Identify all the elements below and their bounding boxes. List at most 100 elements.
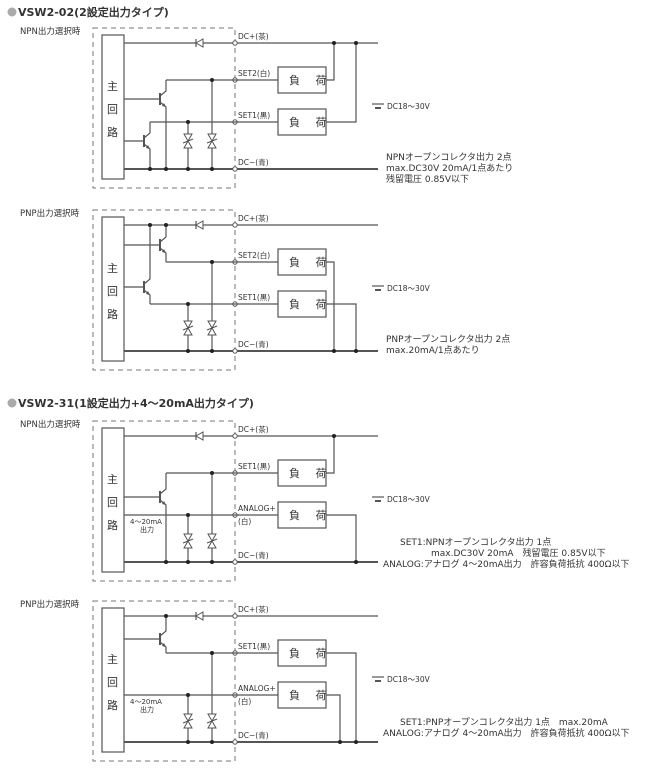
spec-note: ANALOG:アナログ 4〜20mA出力 許容負荷抵抗 400Ω以下 <box>383 727 630 739</box>
zener-upper <box>183 713 193 723</box>
load-label: 負 荷 <box>289 256 333 269</box>
junction-dot <box>332 434 336 438</box>
junction-dot <box>164 223 168 227</box>
transistor-icon <box>143 122 151 169</box>
load-box: 負 荷 <box>277 248 333 276</box>
junction-dot <box>186 740 190 744</box>
main-circuit-char: 主 <box>107 653 118 666</box>
spec-note: max.20mA/1点あたり <box>386 345 480 356</box>
junction-dot <box>332 41 336 45</box>
zener-bar <box>206 538 218 544</box>
transistor-arrow <box>162 103 166 107</box>
main-circuit-char: 主 <box>107 473 118 486</box>
sensor-enclosure <box>92 600 236 762</box>
load-label: 負 荷 <box>289 647 333 660</box>
diode-icon <box>194 611 204 621</box>
junction-dot <box>164 614 168 618</box>
zener-lower <box>183 719 193 729</box>
transistor-icon <box>159 225 167 262</box>
wire <box>326 303 357 351</box>
transistor-arrow <box>162 249 166 253</box>
main-circuit-box <box>101 427 125 573</box>
terminal-color-label: (白) <box>238 696 251 706</box>
spec-note: PNPオープンコレクタ出力 2点 <box>386 333 510 345</box>
zener-diode-icon <box>182 133 194 149</box>
load-label: 負 荷 <box>289 689 333 702</box>
load-box: 負 荷 <box>277 108 333 136</box>
transistor-arrow <box>162 501 166 505</box>
load-label: 負 荷 <box>289 509 333 522</box>
zener-lower <box>183 139 193 149</box>
junction-dot <box>186 693 190 697</box>
zener-diode-icon <box>182 320 194 336</box>
battery-icon <box>372 103 384 109</box>
junction-dot <box>210 349 214 353</box>
junction-dot <box>332 349 336 353</box>
terminal-label: DC−(青) <box>238 550 269 560</box>
zener-diode-icon <box>206 713 218 729</box>
battery-icon <box>372 676 384 682</box>
zener-diode-icon <box>182 713 194 729</box>
transistor-collector <box>143 225 151 285</box>
transistor-collector <box>159 473 167 495</box>
spec-note: 残留電圧 0.85V以下 <box>386 173 469 185</box>
zener-bar <box>182 718 194 724</box>
battery-icon <box>372 496 384 502</box>
transistor-emitter <box>159 101 167 169</box>
junction-dot <box>210 471 214 475</box>
junction-dot <box>210 167 214 171</box>
supply-label: DC18〜30V <box>387 675 431 684</box>
diagram-vsw231-npn: NPN出力選択時主回路DC+(茶)SET1(黒)ANALOG+DC−(青)(白)… <box>20 419 630 582</box>
terminal-label: SET1(黒) <box>238 462 270 471</box>
load-label: 負 荷 <box>289 116 333 129</box>
wire <box>326 261 335 351</box>
load-rect <box>277 681 327 709</box>
load-box: 負 荷 <box>277 459 327 487</box>
load-rect <box>277 459 327 487</box>
terminal-label: SET1(黒) <box>238 642 270 651</box>
terminal-label: SET1(黒) <box>238 293 270 302</box>
zener-upper <box>207 533 217 543</box>
junction-dot <box>164 167 168 171</box>
transistor-collector <box>143 122 151 139</box>
junction-dot <box>164 560 168 564</box>
terminal-label: SET2(白) <box>238 68 270 78</box>
transistor-arrow <box>162 643 166 647</box>
terminal-label: DC+(茶) <box>238 424 269 434</box>
terminal-label: DC−(青) <box>238 730 269 740</box>
main-circuit-char: 回 <box>107 676 118 689</box>
load-rect <box>277 501 327 529</box>
zener-upper <box>207 713 217 723</box>
zener-diode-icon <box>206 133 218 149</box>
diagram-vsw231-pnp: PNP出力選択時主回路DC+(茶)SET1(黒)ANALOG+DC−(青)(白)… <box>20 599 630 762</box>
section-title: VSW2-31(1設定出力+4〜20mA出力タイプ) <box>18 396 254 410</box>
zener-upper <box>207 133 217 143</box>
spec-note: max.DC30V 20mA 残留電圧 0.85V以下 <box>431 547 606 559</box>
terminal-icon <box>232 166 238 172</box>
wire <box>326 436 335 474</box>
diode-triangle <box>194 611 204 621</box>
junction-dot <box>354 349 358 353</box>
main-circuit-box <box>101 607 125 753</box>
junction-dot <box>210 78 214 82</box>
main-circuit-box <box>101 216 125 362</box>
wire <box>326 43 357 123</box>
terminal-label: DC+(茶) <box>238 31 269 41</box>
section-bullet-icon <box>7 398 17 408</box>
terminal-icon <box>232 739 238 745</box>
zener-lower <box>207 719 217 729</box>
terminal-icon <box>232 348 238 354</box>
junction-dot <box>210 560 214 564</box>
load-rect <box>277 108 327 136</box>
main-circuit-char: 回 <box>107 496 118 509</box>
section-title: VSW2-02(2設定出力タイプ) <box>18 5 169 19</box>
diode-triangle <box>194 38 204 48</box>
diode-triangle <box>194 431 204 441</box>
terminal-label: SET1(黒) <box>238 111 270 120</box>
wire <box>326 43 335 81</box>
transistor-collector <box>159 616 167 637</box>
load-label: 負 荷 <box>289 74 333 87</box>
terminal-icon <box>232 222 238 228</box>
main-circuit-char: 回 <box>107 285 118 298</box>
